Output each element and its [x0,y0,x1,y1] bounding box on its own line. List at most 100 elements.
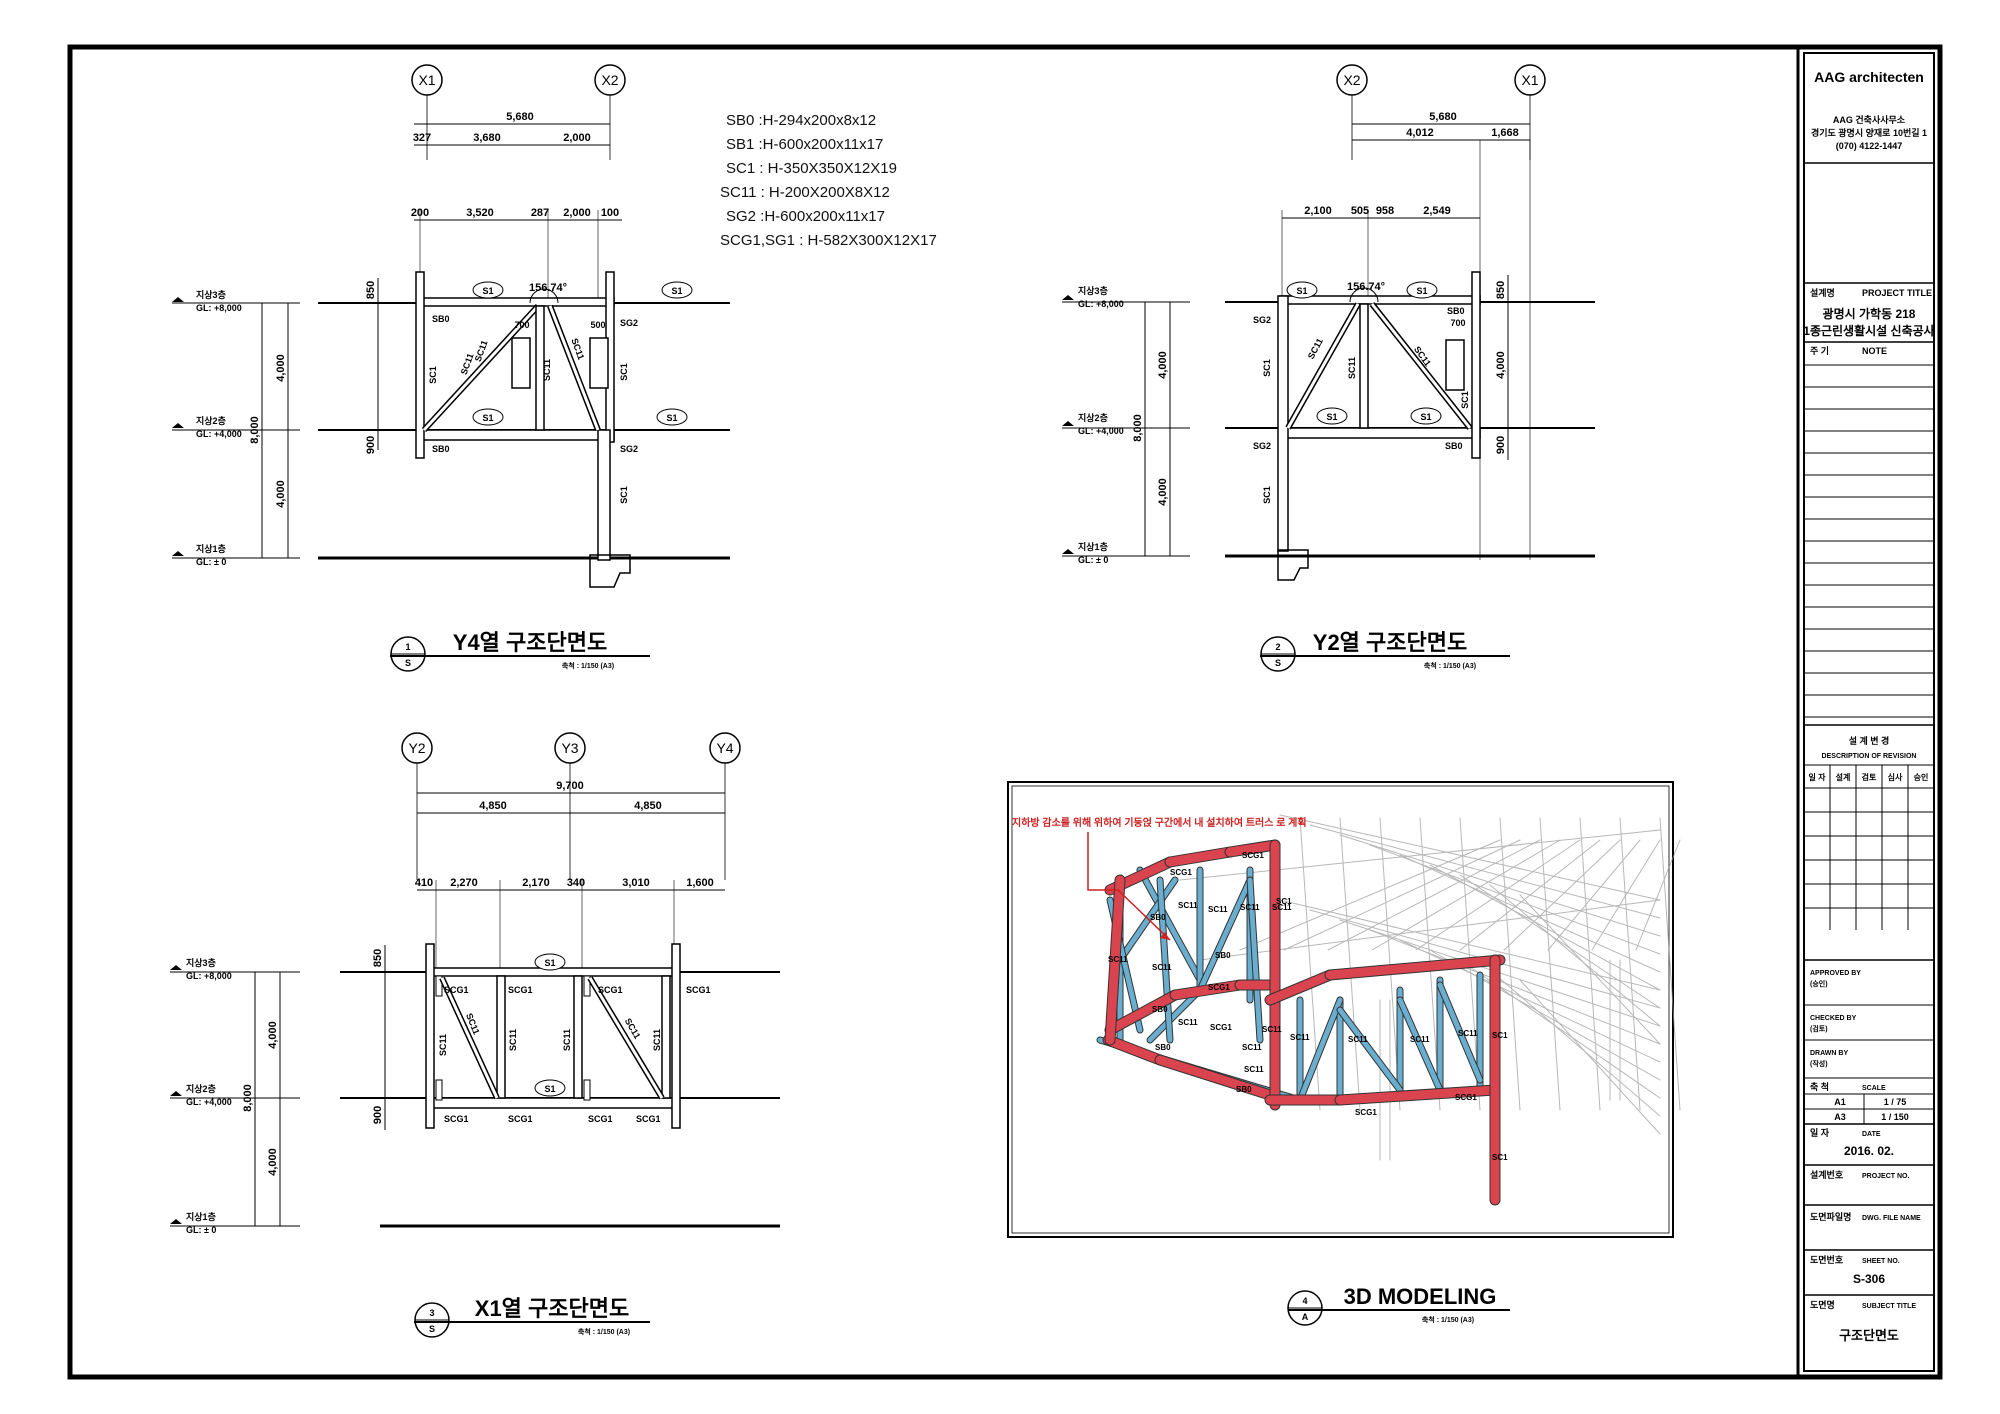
3d-member-tag-21: SC11 [1242,1043,1262,1052]
sheet-number: S-306 [1853,1272,1885,1286]
section-title: Y4열 구조단면도 [453,630,607,655]
tag-sc11-b: SC11 [1347,357,1357,379]
section-scale: 축척 : 1/150 (A3) [562,661,614,670]
tag-sg2-lower: SG2 [620,444,638,454]
3d-member-tag-26: SC1 [1492,1031,1508,1040]
3d-member-tag-17: SC11 [1348,1035,1368,1044]
dim-top-0: 4,850 [479,800,507,812]
tag-sb0-lower: SB0 [432,444,450,454]
grid-bubble-x1: X1 [418,72,435,88]
dim-top-1: 1,668 [1491,127,1519,139]
drawn-kr: (작성) [1810,1059,1828,1068]
level-3-gl: GL: +8,000 [186,971,232,981]
revision-col-4: 승인 [1914,772,1929,782]
firm-phone: (070) 4122-1447 [1836,141,1903,151]
3d-member-tag-16: SC11 [1290,1033,1310,1042]
section-scale: 축척 : 1/150 (A3) [578,1327,630,1336]
checked-en: CHECKED BY [1810,1015,1857,1022]
dim-v-8000: 8,000 [249,416,261,444]
angle-label: 156.74° [1347,281,1385,293]
tag-500: 500 [590,320,605,330]
dim-mid-3: 2,549 [1423,205,1451,217]
tag-sc1-b: SC1 [619,363,629,381]
dim-mid-3: 340 [567,877,585,889]
scale-label-kr: 축 척 [1810,1081,1829,1092]
section-title: X1열 구조단면도 [475,1296,629,1321]
3d-member-tag-13: SCG1 [1210,1023,1232,1032]
scale-a3-value: 1 / 150 [1881,1112,1909,1122]
legend-sc1: SC1 : H-350X350X12X19 [726,160,897,177]
dim-v-900: 900 [365,436,377,454]
scale-a1: A1 [1834,1097,1846,1107]
file-label-en: DWG. FILE NAME [1862,1215,1921,1222]
slab-tag-3: S1 [1420,412,1431,422]
section-3d-modeling: 지하방 감소를 위해 위하여 기둥얹 구간에서 내 설치하여 트러스 로 계획 … [1007,781,1681,1326]
dim-v-900: 900 [372,1106,384,1124]
legend-sb1: SB1 :H-600x200x11x17 [726,136,883,153]
dim-v-4000c: 4,000 [1495,351,1507,379]
dim-v-4000b: 4,000 [267,1148,279,1176]
section-number: 2 [1275,642,1280,652]
slab-tag-2: S1 [482,413,493,423]
dim-mid-3: 2,000 [563,207,591,219]
level-1-gl: GL: ± 0 [196,557,226,567]
tag-sc11-5: SC11 [652,1029,662,1051]
section-number: 3 [429,1308,434,1318]
approved-kr: (승인) [1810,979,1828,988]
dim-top-0: 327 [413,132,431,144]
slab-tag-1: S1 [1416,286,1427,296]
3d-member-tag-25: SCG1 [1455,1093,1477,1102]
3d-member-tag-7: SB0 [1150,913,1166,922]
dim-v-850: 850 [372,949,384,967]
dim-v-900: 900 [1495,436,1507,454]
dim-overall: 9,700 [556,780,584,792]
slab-tag-0: S1 [544,958,555,968]
section-title: Y2열 구조단면도 [1313,630,1467,655]
3d-member-tag-1: SCG1 [1170,868,1192,877]
slab-tag-2: S1 [1326,412,1337,422]
tag-700: 700 [514,320,529,330]
tag-sb0-lower: SB0 [1445,441,1463,451]
dim-mid-2: 958 [1376,205,1394,217]
section-title: 3D MODELING [1344,1284,1497,1309]
tag-sb0-upper: SB0 [432,314,450,324]
dim-top-1: 4,850 [634,800,662,812]
level-2-gl: GL: +4,000 [186,1097,232,1107]
section-sheet-ref: S [405,658,411,668]
tag-sg2-upper: SG2 [1253,315,1271,325]
firm-name: AAG architecten [1814,69,1924,85]
dim-v-4000a: 4,000 [267,1021,279,1049]
level-2-gl: GL: +4,000 [1078,426,1124,436]
level-3-name: 지상3층 [1078,285,1108,296]
subject-label-kr: 도면명 [1810,1299,1835,1310]
tag-sc11-0: SC11 [438,1034,448,1056]
tag-scg1-5: SCG1 [508,1114,533,1124]
3d-member-tag-6: SC1 [1276,897,1292,906]
level-2-name: 지상2층 [1078,412,1108,423]
level-1-name: 지상1층 [1078,541,1108,552]
section-number: 4 [1302,1296,1307,1306]
level-3-gl: GL: +8,000 [196,303,242,313]
drawn-en: DRAWN BY [1810,1050,1848,1057]
section-y4: X1 X2 5,680 327 3,680 2,000 200 3,520 28… [172,64,730,672]
tag-sc11-a: SC11 [1306,337,1325,361]
dim-v-4000a: 4,000 [275,354,287,382]
3d-member-tag-8: SC11 [1108,955,1128,964]
3d-member-tag-11: SCG1 [1208,983,1230,992]
3d-member-tag-19: SC11 [1458,1029,1478,1038]
dim-mid-5: 1,600 [686,877,714,889]
dim-overall: 5,680 [1429,111,1457,123]
level-2-name: 지상2층 [186,1083,216,1094]
3d-member-tag-9: SC11 [1152,963,1172,972]
3d-member-tag-0: SCG1 [1242,851,1264,860]
grid-bubble-x1: X1 [1521,72,1538,88]
tag-scg1-4: SCG1 [444,1114,469,1124]
scale-a3: A3 [1834,1112,1846,1122]
3d-member-tag-14: SC11 [1178,1018,1198,1027]
tag-scg1-1: SCG1 [508,985,533,995]
date-value: 2016. 02. [1844,1144,1894,1158]
3d-member-tag-3: SC11 [1208,905,1228,914]
slab-tag-1: S1 [671,286,682,296]
scale-label-en: SCALE [1862,1085,1886,1092]
level-3-gl: GL: +8,000 [1078,299,1124,309]
